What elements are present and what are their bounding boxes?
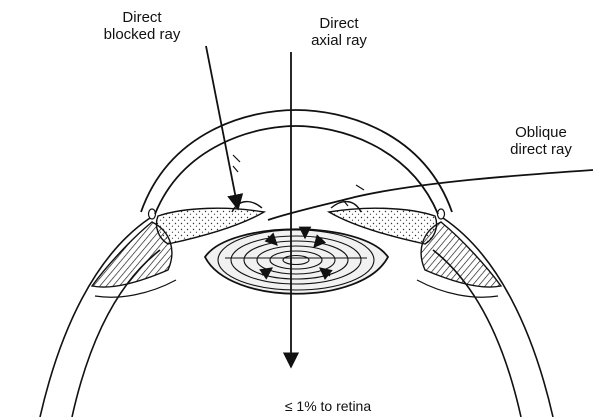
label-direct-blocked-ray-line1: Direct bbox=[86, 9, 198, 26]
label-oblique-direct-ray: Oblique direct ray bbox=[492, 124, 590, 158]
label-retina-transmission: ≤ 1% to retina bbox=[228, 398, 428, 415]
label-direct-axial-ray: Direct axial ray bbox=[298, 15, 380, 49]
cornea bbox=[141, 110, 452, 214]
label-direct-axial-ray-line2: axial ray bbox=[298, 32, 380, 49]
label-direct-blocked-ray-line2: blocked ray bbox=[86, 26, 198, 43]
crystalline-lens bbox=[205, 229, 388, 294]
label-oblique-direct-ray-line1: Oblique bbox=[492, 124, 590, 141]
direct-blocked-ray bbox=[206, 46, 238, 209]
label-oblique-direct-ray-line2: direct ray bbox=[492, 141, 590, 158]
label-direct-axial-ray-line1: Direct bbox=[298, 15, 380, 32]
oblique-direct-ray bbox=[268, 170, 593, 220]
label-direct-blocked-ray: Direct blocked ray bbox=[86, 9, 198, 43]
